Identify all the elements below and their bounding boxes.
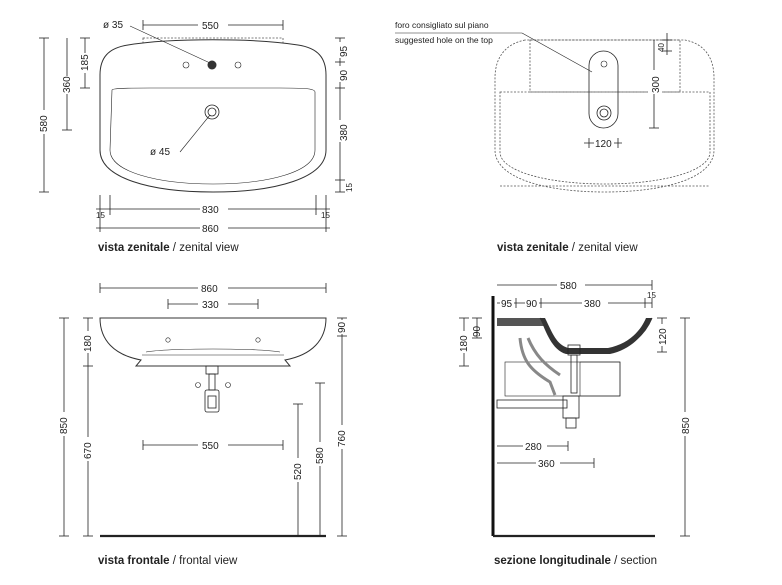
side-tap-hole-left — [182, 61, 190, 69]
label-90-section-top: 90 — [526, 299, 538, 310]
label-670: 670 — [83, 442, 94, 459]
label-360-left: 360 — [62, 76, 73, 93]
waste-pipe — [496, 399, 568, 409]
label-180-front: 180 — [83, 335, 94, 352]
front-hole-right — [255, 337, 261, 343]
front-hole-left — [165, 337, 171, 343]
top-view-right — [395, 32, 715, 193]
label-15-right: 15 — [345, 183, 354, 192]
note-suggested-hole-en: suggested hole on the top — [395, 35, 493, 45]
label-380-section: 380 — [584, 299, 601, 310]
leader-hole-small — [129, 25, 211, 64]
suggested-hole-slot — [588, 50, 619, 129]
label-850-section: 850 — [681, 417, 692, 434]
front-view — [57, 282, 350, 538]
label-90-right: 90 — [339, 69, 350, 81]
caption-section: sezione longitudinale / section — [494, 555, 657, 567]
label-95-right: 95 — [339, 45, 350, 57]
slot-drain-outer — [596, 105, 612, 121]
label-280: 280 — [525, 442, 542, 453]
label-90-section: 90 — [472, 325, 483, 337]
trap-pipe — [208, 373, 216, 391]
cabinet-box — [504, 361, 621, 397]
label-520: 520 — [293, 463, 304, 480]
label-580-front: 580 — [315, 447, 326, 464]
label-380-right: 380 — [339, 124, 350, 141]
caption-section-sub: section — [620, 555, 657, 567]
label-860-top: 860 — [202, 224, 219, 235]
drain-inner — [207, 107, 217, 117]
caption-front: vista frontale / frontal view — [98, 555, 238, 567]
drain-outer — [204, 104, 220, 120]
trap-section — [562, 395, 580, 419]
caption-top-left-sub: zenital view — [179, 242, 239, 254]
section-view — [457, 279, 693, 538]
caption-section-main: sezione longitudinale — [494, 555, 611, 567]
slot-drain-inner — [599, 108, 609, 118]
label-15-section: 15 — [647, 291, 656, 300]
top-view-left — [37, 19, 348, 234]
label-40: 40 — [657, 43, 666, 52]
label-330: 330 — [202, 300, 219, 311]
label-830: 830 — [202, 205, 219, 216]
label-550-front: 550 — [202, 441, 219, 452]
tap-hole-center — [207, 60, 217, 70]
leader-hole-big — [179, 114, 211, 153]
label-hole-45: ø 45 — [150, 147, 170, 158]
caption-top-left-main: vista zenitale — [98, 242, 170, 254]
note-leader — [521, 32, 593, 73]
caption-top-right-main: vista zenitale — [497, 242, 569, 254]
label-hole-35: ø 35 — [103, 20, 123, 31]
note-suggested-hole-it: foro consigliato sul piano — [395, 20, 489, 30]
caption-front-main: vista frontale — [98, 555, 170, 567]
label-760: 760 — [337, 430, 348, 447]
label-95-section: 95 — [501, 299, 513, 310]
label-180-section: 180 — [459, 335, 470, 352]
label-360-section: 360 — [538, 459, 555, 470]
supply-pipe-1 — [518, 337, 557, 396]
label-120-section: 120 — [658, 328, 669, 345]
label-300: 300 — [651, 76, 662, 93]
supply-pipe-2 — [526, 337, 561, 377]
trap-top — [205, 365, 219, 375]
basin-outline-dashed — [494, 39, 715, 193]
trap-body — [204, 389, 220, 413]
label-580-section: 580 — [560, 281, 577, 292]
caption-front-sub: frontal view — [179, 555, 238, 567]
label-90-front: 90 — [337, 321, 348, 333]
drain-pipe-section — [570, 354, 578, 394]
caption-top-left: vista zenitale / zenital view — [98, 242, 239, 254]
label-580-left: 580 — [39, 115, 50, 132]
bowl-outline-dashed — [499, 91, 711, 185]
label-185-left: 185 — [80, 54, 91, 71]
basin-front — [99, 317, 327, 367]
label-120: 120 — [595, 139, 612, 150]
label-860-front: 860 — [201, 284, 218, 295]
side-tap-hole-right — [234, 61, 242, 69]
deck-area-dashed — [529, 39, 681, 93]
caption-top-right-sub: zenital view — [578, 242, 638, 254]
slot-tap-hole — [600, 60, 608, 68]
caption-top-right: vista zenitale / zenital view — [497, 242, 638, 254]
label-15-bottom-right: 15 — [321, 211, 330, 220]
label-15-bottom-left: 15 — [96, 211, 105, 220]
label-850-front: 850 — [59, 417, 70, 434]
basin-back-section — [497, 318, 545, 326]
label-550-top: 550 — [202, 21, 219, 32]
